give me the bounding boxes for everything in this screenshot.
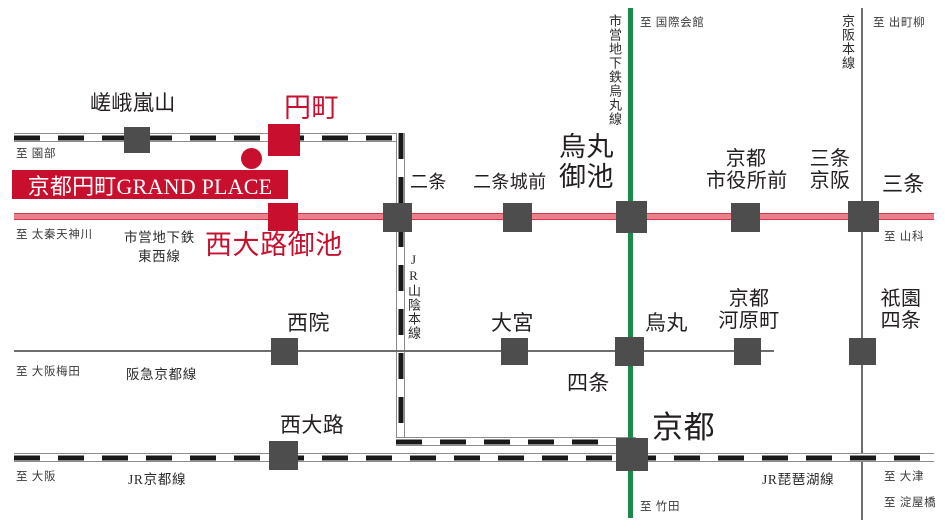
label-karasuma: 烏丸	[645, 311, 688, 335]
terminus-otsu: 至 大津	[884, 471, 925, 483]
subway-karasuma-line	[628, 8, 633, 518]
hankyu-kyoto-line	[14, 350, 774, 352]
label-karasuma-oike-line1: 烏丸	[559, 132, 615, 162]
label-shijo: 四条	[567, 371, 610, 395]
line-label-keihan: 京阪本線	[840, 14, 855, 71]
label-sanjo: 三条	[882, 172, 925, 196]
subway-tozai-line	[14, 213, 934, 220]
terminus-yodoyabashi: 至 淀屋橋	[884, 497, 937, 509]
property-banner: 京都円町GRAND PLACE	[12, 170, 288, 199]
station-nijo[interactable]	[383, 203, 412, 232]
label-enmachi: 円町	[284, 93, 340, 123]
station-nijojomae[interactable]	[503, 203, 532, 232]
label-sanjo-keihan-line2: 京阪	[809, 170, 851, 192]
station-sanjo-keihan[interactable]	[848, 201, 879, 232]
line-label-hankyu: 阪急京都線	[126, 367, 197, 382]
terminus-sonobe: 至 園部	[16, 148, 57, 160]
line-label-tozai-2: 東西線	[138, 249, 181, 264]
terminus-kokusaikaikan: 至 国際会館	[640, 17, 705, 29]
terminus-yamashina: 至 山科	[884, 231, 925, 243]
station-nishioji-oike[interactable]	[268, 203, 298, 231]
terminus-demachiyanagi: 至 出町柳	[873, 17, 926, 29]
station-karasuma-oike[interactable]	[616, 201, 647, 233]
line-label-jr-sanin: JR山陰本線	[406, 252, 421, 341]
label-karasuma-oike-line2: 御池	[559, 162, 615, 192]
label-gion-shijo-line2: 四条	[880, 310, 922, 332]
property-banner-label: 京都円町GRAND PLACE	[27, 173, 273, 199]
label-sanjo-keihan-line1: 三条	[809, 148, 851, 170]
label-nijo: 二条	[410, 172, 447, 192]
label-saiin: 西院	[287, 311, 330, 335]
station-saga-arashiyama[interactable]	[124, 127, 150, 153]
station-kyoto[interactable]	[616, 438, 648, 471]
station-gion-shijo[interactable]	[849, 338, 876, 365]
label-kyoto-shiyakushomae-line1: 京都	[725, 148, 767, 170]
label-kyoto-kawaramachi-line1: 京都	[728, 288, 770, 310]
station-omiya[interactable]	[501, 338, 528, 365]
label-kyoto-kawaramachi-line2: 河原町	[718, 310, 780, 332]
line-label-jr-biwako: JR琵琶湖線	[762, 472, 835, 487]
label-nishioji-oike: 西大路御池	[205, 230, 343, 260]
jr-sanin-line-horizontal	[14, 133, 404, 142]
label-nishioji: 西大路	[280, 413, 345, 437]
terminus-osaka-umeda: 至 大阪梅田	[16, 366, 81, 378]
terminus-osaka: 至 大阪	[16, 471, 57, 483]
terminus-uzumasa-tenjingawa: 至 太秦天神川	[16, 229, 93, 241]
jr-kyoto-biwako-line	[14, 453, 934, 462]
line-label-karasuma: 市営地下鉄烏丸線	[607, 14, 622, 127]
property-location-dot	[241, 148, 262, 169]
terminus-takeda: 至 竹田	[640, 501, 681, 513]
label-gion-shijo-line1: 祇園	[880, 288, 922, 310]
label-nijojomae: 二条城前	[473, 172, 547, 192]
station-karasuma[interactable]	[615, 337, 644, 366]
station-enmachi[interactable]	[268, 124, 300, 156]
station-saiin[interactable]	[271, 338, 298, 365]
label-saga-arashiyama: 嵯峨嵐山	[90, 91, 176, 115]
line-label-tozai-1: 市営地下鉄	[124, 230, 195, 245]
station-kyoto-shiyakushomae[interactable]	[731, 203, 760, 232]
jr-sanin-line-to-kyoto	[396, 437, 636, 446]
keihan-line	[861, 8, 863, 520]
station-nishioji[interactable]	[269, 441, 298, 470]
line-label-jr-kyoto: JR京都線	[128, 472, 187, 487]
station-kyoto-kawaramachi[interactable]	[734, 338, 761, 365]
label-kyoto: 京都	[652, 410, 716, 445]
jr-sanin-line-vertical	[396, 133, 405, 445]
label-omiya: 大宮	[491, 311, 534, 335]
label-kyoto-shiyakushomae-line2: 市役所前	[706, 170, 788, 192]
